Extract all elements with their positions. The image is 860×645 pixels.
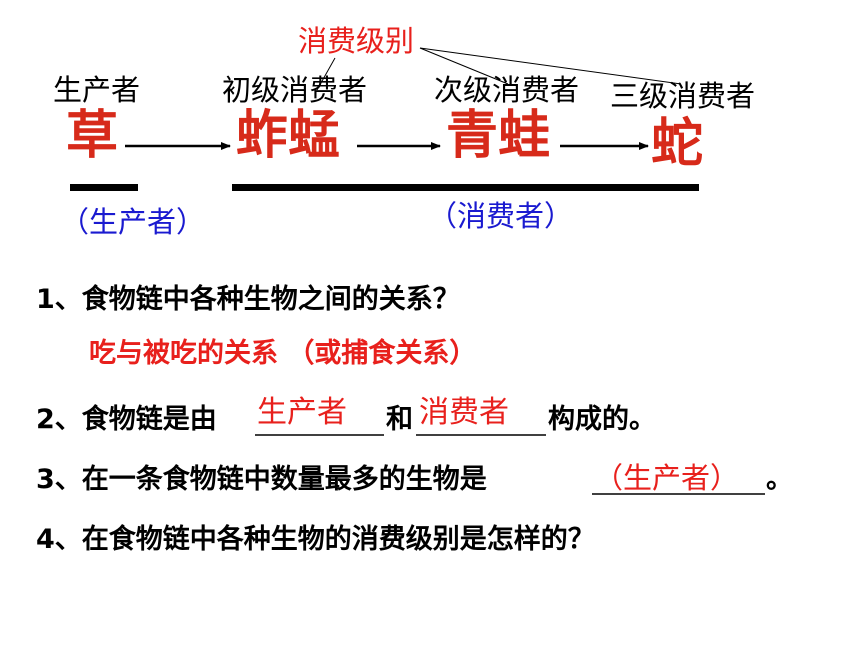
role-secondary-consumer: 次级消费者: [434, 73, 580, 107]
level-connector-secondary: [419, 47, 509, 85]
producer-bar: [70, 184, 138, 191]
question-2-mid: 和: [386, 404, 413, 435]
organism-grass: 草: [66, 106, 119, 166]
level-connector-tertiary: [419, 47, 682, 85]
organism-snake: 蛇: [651, 114, 704, 174]
question-1: 1、食物链中各种生物之间的关系？: [36, 284, 460, 315]
group-label-producer: （生产者）: [60, 205, 206, 239]
level-connector-primary: [316, 57, 336, 91]
question-2-suffix: 构成的。: [548, 404, 656, 435]
role-primary-consumer: 初级消费者: [222, 73, 368, 107]
question-3-suffix: 。: [766, 464, 793, 495]
role-producer: 生产者: [53, 73, 141, 107]
answer-1: 吃与被吃的关系 （或捕食关系）: [89, 338, 477, 369]
organism-grasshopper: 蚱蜢: [236, 106, 341, 166]
question-4: 4、在食物链中各种生物的消费级别是怎样的？: [36, 524, 595, 555]
role-tertiary-consumer: 三级消费者: [610, 79, 756, 113]
consumption-level-label: 消费级别: [298, 24, 415, 58]
organism-frog: 青蛙: [446, 106, 551, 166]
question-2-prefix: 2、食物链是由: [36, 404, 217, 435]
answer-3: （生产者）: [594, 461, 740, 495]
question-3-prefix: 3、在一条食物链中数量最多的生物是: [36, 464, 487, 495]
group-label-consumer: （消费者）: [428, 199, 574, 233]
consumer-bar: [232, 184, 699, 191]
answer-2-blank-2: 消费者: [419, 395, 509, 430]
answer-2-blank-1: 生产者: [257, 395, 347, 430]
